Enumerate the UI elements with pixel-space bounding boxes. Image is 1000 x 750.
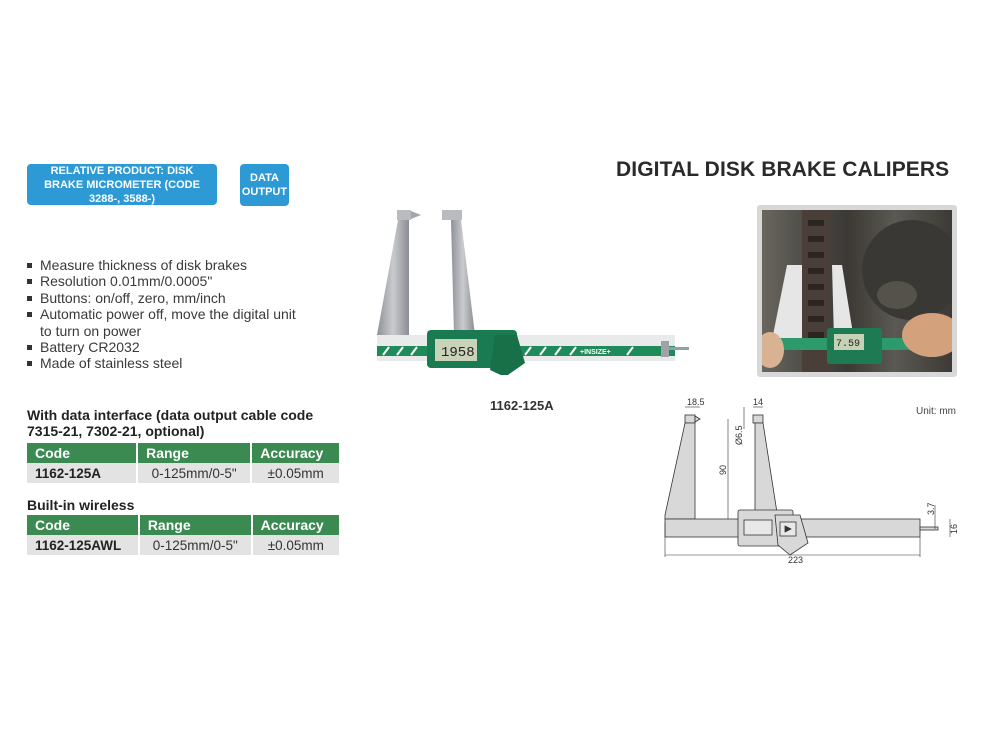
header-range: Range — [138, 515, 253, 535]
feature-item: Battery CR2032 — [27, 339, 297, 355]
related-product-badge: RELATIVE PRODUCT: DISK BRAKE MICROMETER … — [27, 164, 217, 205]
dim-depth-rod: 3.7 — [926, 502, 936, 515]
data-output-badge: DATA OUTPUT — [240, 164, 289, 206]
feature-item: Made of stainless steel — [27, 355, 297, 371]
table-header-row: Code Range Accuracy — [27, 443, 339, 463]
bullet-icon — [27, 361, 32, 367]
dim-jaw-height: 90 — [718, 465, 728, 475]
page-title: DIGITAL DISK BRAKE CALIPERS — [616, 158, 950, 181]
bullet-icon — [27, 263, 32, 268]
svg-text:+INSIZE+: +INSIZE+ — [580, 349, 611, 356]
cell-code: 1162-125A — [27, 463, 139, 483]
model-label: 1162-125A — [490, 398, 554, 413]
table-header-row: Code Range Accuracy — [27, 515, 339, 535]
cell-code: 1162-125AWL — [27, 535, 140, 555]
dim-beam-width: 16 — [949, 524, 959, 534]
dim-diameter: Ø6.5 — [734, 425, 744, 445]
header-accuracy: Accuracy — [251, 515, 339, 535]
dimension-drawing: 18.5 14 Ø6.5 90 3.7 16 223 — [664, 397, 959, 565]
header-range: Range — [137, 443, 253, 463]
section-title-data-interface: With data interface (data output cable c… — [27, 407, 314, 439]
header-code: Code — [27, 515, 140, 535]
table-row: 1162-125A 0-125mm/0-5" ±0.05mm — [27, 463, 339, 483]
bullet-icon — [27, 279, 32, 285]
bullet-icon — [27, 312, 32, 318]
cell-range: 0-125mm/0-5" — [137, 463, 253, 483]
feature-item: Resolution 0.01mm/0.0005" — [27, 273, 297, 289]
dim-jaw-tip-left: 18.5 — [687, 397, 705, 407]
usage-photo: 7.59 — [757, 205, 957, 377]
section-title-wireless: Built-in wireless — [27, 497, 135, 513]
display-reading: 1958 — [441, 345, 475, 361]
photo-scene: 7.59 — [762, 210, 952, 372]
header-accuracy: Accuracy — [251, 443, 339, 463]
dim-overall-length: 223 — [788, 555, 803, 565]
header-code: Code — [27, 443, 139, 463]
caliper-product-image: +INSIZE+ 1958 — [377, 210, 689, 375]
dim-jaw-tip-right: 14 — [753, 397, 763, 407]
feature-item: Buttons: on/off, zero, mm/inch — [27, 290, 297, 306]
bullet-icon — [27, 345, 32, 351]
cell-range: 0-125mm/0-5" — [138, 535, 253, 555]
cell-accuracy: ±0.05mm — [251, 463, 339, 483]
feature-item: Measure thickness of disk brakes — [27, 257, 297, 273]
unit-label: Unit: mm — [916, 406, 956, 417]
bullet-icon — [27, 295, 32, 301]
spec-table-wireless: Code Range Accuracy 1162-125AWL 0-125mm/… — [27, 515, 339, 555]
feature-item: Automatic power off, move the digital un… — [27, 306, 297, 339]
table-row: 1162-125AWL 0-125mm/0-5" ±0.05mm — [27, 535, 339, 555]
cell-accuracy: ±0.05mm — [251, 535, 339, 555]
svg-text:7.59: 7.59 — [836, 339, 860, 350]
feature-list: Measure thickness of disk brakes Resolut… — [27, 257, 297, 372]
spec-table-data-interface: Code Range Accuracy 1162-125A 0-125mm/0-… — [27, 443, 339, 483]
